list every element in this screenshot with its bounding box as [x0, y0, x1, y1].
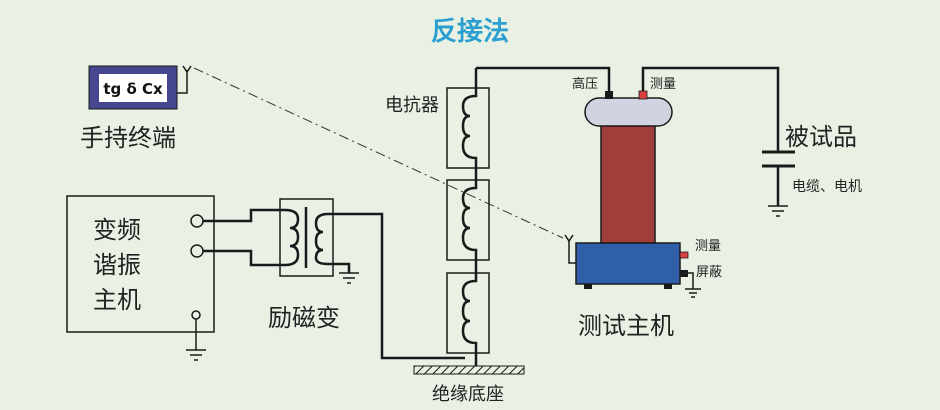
reactor-stack	[446, 68, 490, 366]
base-box	[575, 242, 681, 285]
vfr-host-line2: 谐振	[93, 251, 141, 279]
ground-icon	[186, 349, 206, 361]
hv-terminal-label: 高压	[572, 76, 598, 92]
measure-terminal-side	[679, 251, 689, 259]
exciter-transformer-box	[279, 198, 334, 277]
wireless-link-line	[193, 67, 564, 239]
hv-column	[600, 124, 656, 244]
measure-top-label: 测量	[650, 77, 676, 92]
measure-terminal-top	[638, 90, 648, 100]
dut-sublabel: 电缆、电机	[792, 179, 862, 195]
antenna-icon	[182, 65, 192, 74]
shield-label: 屏蔽	[696, 265, 722, 280]
capacitor-icon	[762, 150, 795, 206]
diagram-title: 反接法	[431, 17, 509, 47]
test-host-label: 测试主机	[578, 312, 674, 340]
vfr-host-line1: 变频	[93, 216, 141, 244]
foot-right	[664, 284, 672, 289]
secondary-coil-icon	[314, 212, 329, 266]
output-terminal-1	[190, 214, 204, 228]
ground-icon	[339, 272, 359, 284]
measure-side-label: 测量	[695, 239, 721, 254]
ground-icon	[768, 205, 788, 217]
vfr-host-box	[66, 195, 215, 333]
dut-label: 被试品	[785, 123, 857, 151]
foot-left	[584, 284, 592, 289]
handheld-screen-text: tg δ Cx	[103, 80, 163, 98]
test-host	[564, 90, 701, 298]
handheld-label: 手持终端	[80, 124, 176, 152]
reactor-label: 电抗器	[385, 95, 439, 116]
insulated-base	[413, 365, 525, 375]
ground-icon	[685, 288, 701, 298]
primary-coil-icon	[284, 208, 300, 267]
exciter-label: 励磁变	[268, 304, 340, 332]
base-label: 绝缘底座	[432, 384, 504, 405]
handheld-terminal: tg δ Cx	[88, 65, 192, 110]
output-terminal-2	[190, 244, 204, 258]
antenna-icon	[564, 234, 574, 243]
vfr-host-line3: 主机	[93, 286, 141, 314]
top-cap	[584, 97, 673, 127]
ground-terminal	[191, 310, 201, 320]
hv-terminal	[605, 91, 613, 99]
shield-terminal	[680, 270, 688, 277]
